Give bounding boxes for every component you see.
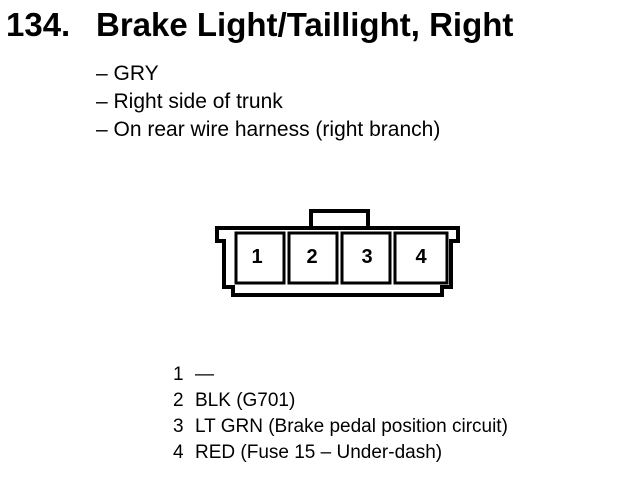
pin-label: 3	[361, 246, 372, 268]
pin-row: 3 LT GRN (Brake pedal position circuit)	[173, 414, 508, 440]
page-title: 134. Brake Light/Taillight, Right	[6, 6, 513, 44]
component-name: Brake Light/Taillight, Right	[96, 6, 514, 43]
pin-label: 4	[415, 246, 427, 268]
pin-description: LT GRN (Brake pedal position circuit)	[195, 416, 508, 437]
detail-harness: – On rear wire harness (right branch)	[96, 118, 441, 141]
pin-description: RED (Fuse 15 – Under-dash)	[195, 442, 443, 463]
pin-description: BLK (G701)	[195, 390, 296, 411]
pin-row: 4 RED (Fuse 15 – Under-dash)	[173, 440, 508, 466]
pin-cavity	[234, 231, 286, 285]
pin-number: 4	[173, 442, 184, 463]
pin-row: 2 BLK (G701)	[173, 388, 508, 414]
pin-number: 2	[173, 390, 184, 411]
pin-cavity	[393, 231, 449, 285]
pin-cavity	[340, 231, 392, 285]
pin-description: —	[195, 364, 214, 385]
pin-label: 2	[306, 246, 317, 268]
detail-color: – GRY	[96, 62, 159, 85]
pin-number: 1	[173, 364, 184, 385]
pin-number: 3	[173, 416, 184, 437]
pin-row: 1—	[173, 362, 508, 388]
component-number: 134.	[6, 6, 71, 43]
connector-details: – GRY – Right side of trunk – On rear wi…	[96, 60, 440, 144]
pin-label: 1	[251, 246, 262, 268]
detail-location: – Right side of trunk	[96, 90, 283, 113]
pin-cavity	[287, 231, 339, 285]
